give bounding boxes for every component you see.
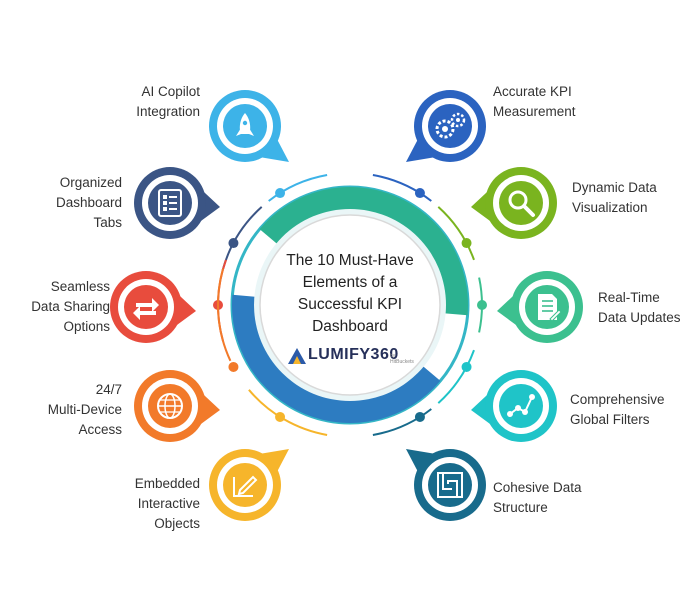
rocket-icon: [236, 113, 254, 136]
connector-dot-organized-tabs: [228, 238, 239, 249]
logo-wordmark: LUMIFY360: [308, 346, 399, 363]
badge-real-time: [497, 271, 583, 343]
magnifier-icon: [508, 190, 535, 217]
badge-core: [428, 463, 472, 507]
connector-dot-dynamic-viz: [461, 238, 472, 249]
label-accurate-kpi: Accurate KPI Measurement: [493, 84, 576, 119]
connector-dot-ai-copilot: [275, 188, 286, 199]
connector-dot-embedded-objects: [275, 411, 286, 422]
connector-arc-ai-copilot: [268, 174, 328, 202]
connector-dot-data-structure: [414, 411, 425, 422]
label-dynamic-viz: Dynamic Data Visualization: [572, 180, 657, 215]
badge-data-structure: [406, 449, 486, 521]
gears-icon: [435, 112, 466, 139]
badge-embedded-objects: [209, 449, 289, 521]
badge-organized-tabs: [134, 167, 220, 239]
label-ai-copilot: AI Copilot Integration: [136, 84, 200, 119]
center-disc: [259, 214, 441, 396]
logo-byline: by HitBuckets: [390, 353, 414, 365]
badge-core: [499, 384, 543, 428]
center-rings: [230, 185, 470, 425]
edit-pencil-icon: [233, 475, 258, 497]
connector-arc-dynamic-viz: [437, 206, 475, 261]
globe-icon: [157, 393, 183, 419]
element-badges: [110, 90, 583, 521]
label-global-filters: Comprehensive Global Filters: [570, 392, 665, 427]
exchange-arrows-icon: [133, 298, 159, 320]
center-title: The 10 Must-Have Elements of a Successfu…: [286, 252, 414, 335]
connector-dot-global-filters: [461, 361, 472, 372]
connector-arc-organized-tabs: [221, 206, 263, 272]
connector-arc-multi-device: [217, 268, 232, 362]
brand-logo: LUMIFY360 by HitBuckets: [288, 346, 418, 368]
label-multi-device: 24/7 Multi-Device Access: [47, 382, 122, 437]
connector-arc-data-structure: [372, 408, 432, 436]
badge-accurate-kpi: [406, 90, 486, 162]
connector-arcs: [213, 174, 487, 436]
badge-data-sharing: [110, 271, 196, 343]
label-organized-tabs: Organized Dashboard Tabs: [55, 175, 122, 230]
logo-mark-icon: [288, 348, 306, 364]
connector-arc-global-filters: [437, 349, 475, 404]
label-real-time: Real-Time Data Updates: [598, 290, 681, 325]
maze-icon: [437, 472, 463, 498]
badge-global-filters: [471, 370, 557, 442]
connector-dot-multi-device: [228, 361, 239, 372]
scatter-nodes-icon: [507, 394, 535, 417]
label-data-structure: Cohesive Data Structure: [493, 480, 582, 515]
label-data-sharing: Seamless Data Sharing Options: [31, 279, 110, 334]
connector-dot-accurate-kpi: [414, 188, 425, 199]
connector-dot-real-time: [477, 300, 487, 310]
document-icon: [538, 294, 562, 322]
badge-core: [428, 104, 472, 148]
list-icon: [158, 189, 182, 217]
connector-arc-accurate-kpi: [372, 174, 432, 202]
badge-core: [499, 181, 543, 225]
badge-ai-copilot: [209, 90, 289, 162]
badge-multi-device: [134, 370, 220, 442]
label-embedded-objects: Embedded Interactive Objects: [134, 476, 200, 531]
badge-dynamic-viz: [471, 167, 557, 239]
